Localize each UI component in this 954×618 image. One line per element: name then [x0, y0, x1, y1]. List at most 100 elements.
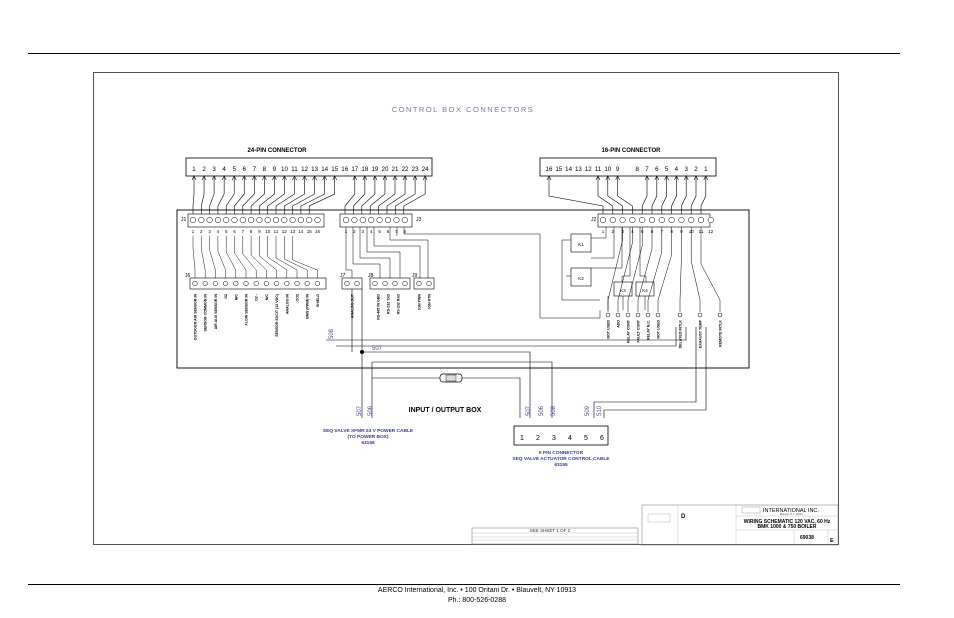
j2-signal-8: REMOTE INTLK	[719, 320, 723, 347]
pin-24-10: 10	[281, 166, 288, 173]
drop-wire	[386, 176, 406, 214]
j9-strip	[413, 277, 435, 290]
j3-label: J3	[416, 217, 422, 223]
wire-509: 509	[585, 405, 591, 416]
pin-24-3: 3	[212, 166, 216, 173]
j2-out-terminal	[717, 312, 723, 318]
drop-arrow	[412, 175, 418, 181]
drop-arrow	[211, 175, 217, 181]
pin-24-11: 11	[291, 166, 298, 173]
six-pin-1: 1	[520, 435, 524, 442]
pin-16-6: 6	[655, 166, 659, 173]
j2-out-terminal	[655, 312, 661, 318]
j1-pin-4: 4	[217, 229, 220, 234]
cable-left-line1: SEQ VALVE XFMR 24 V POWER CABLE	[323, 428, 414, 434]
drop-arrow	[382, 175, 388, 181]
drawing-title-line1: WIRING SCHEMATIC 120 VAC, 60 Hz	[744, 519, 831, 525]
j6-signal-11: BMS (PWM) IN	[306, 294, 310, 319]
j1-j6-wire	[209, 236, 216, 278]
connector-16-label: 16-PIN CONNECTOR	[602, 148, 662, 154]
drop-arrow	[191, 175, 197, 181]
j6-signal-6: O2 -	[255, 293, 259, 301]
pin-16-13: 13	[575, 166, 582, 173]
drop-wire	[201, 176, 205, 214]
pin-16-7: 7	[645, 166, 649, 173]
j2-terminal-10	[688, 216, 695, 224]
j9-signal-1: IGN RTN	[428, 294, 432, 309]
j8-signal-2: RS-232 RxD	[397, 294, 401, 315]
pin-24-20: 20	[382, 166, 389, 173]
pin-24-1: 1	[192, 166, 196, 173]
j6-signal-5: FLOW SENSOR IN	[245, 294, 249, 326]
j1-pin-9: 9	[258, 229, 261, 234]
drop-wire	[209, 176, 215, 214]
drawing-title-line2: BMK 1000 & 750 BOILER	[758, 524, 817, 530]
j8-signal-1: RS-232 TxD	[387, 294, 391, 314]
j6-terminal	[294, 280, 300, 287]
j1-terminal-10	[264, 216, 271, 224]
j2-signal-5: NOT USED	[657, 320, 661, 339]
j7-terminal	[344, 280, 350, 287]
pin-16-2: 2	[694, 166, 698, 173]
pin-24-22: 22	[402, 166, 409, 173]
drop-arrow	[282, 175, 287, 181]
pin-24-7: 7	[253, 166, 257, 173]
j2-out-wire	[700, 227, 721, 312]
drop-wire	[259, 176, 275, 214]
j1-pin-6: 6	[233, 229, 236, 234]
j2-out-wire	[627, 227, 643, 312]
j1-j6-wire	[201, 236, 206, 278]
wire-507-c: 507	[526, 405, 532, 416]
six-pin-5: 5	[584, 435, 588, 442]
drop-arrow	[605, 175, 611, 181]
j1-terminal-5	[223, 216, 230, 224]
j1-strip	[187, 213, 325, 228]
pin-16-3: 3	[684, 166, 688, 173]
drop-wire	[192, 176, 195, 214]
drop-wire	[641, 176, 648, 214]
j2-terminal-7	[658, 216, 665, 224]
j1-j6-wire	[192, 236, 196, 278]
pin-16-11: 11	[595, 166, 602, 173]
j2-out-wire	[617, 227, 633, 312]
drop-wire	[217, 176, 225, 214]
title-block: D INTERNATIONAL INC. Blauvelt, N.Y. 1091…	[641, 504, 839, 546]
j6-signal-10: CO2	[296, 294, 300, 301]
j1-pin-3: 3	[208, 229, 211, 234]
j3-pin-2: 2	[353, 229, 356, 234]
drop-arrow	[362, 175, 368, 181]
j1-pin-13: 13	[290, 229, 296, 234]
pin-16-8: 8	[635, 166, 639, 173]
drop-arrow	[402, 175, 408, 181]
j6-strip	[189, 277, 327, 290]
drop-wire	[403, 176, 426, 214]
drop-wire	[597, 176, 614, 214]
j1-terminal-12	[281, 216, 288, 224]
j2-label: J2	[591, 217, 597, 223]
j1-pin-11: 11	[274, 229, 279, 234]
j9-label: J9	[412, 273, 418, 279]
drop-arrow	[683, 175, 689, 181]
j1-label: J1	[181, 217, 187, 223]
pin-24-19: 19	[371, 166, 378, 173]
j6-terminal	[233, 280, 239, 287]
j2-terminal-8	[668, 216, 675, 224]
j1-terminal-15	[306, 216, 313, 224]
pin-24-6: 6	[243, 166, 247, 173]
j2-pin-2: 2	[612, 229, 615, 234]
footer-phone: Ph.: 800-526-0288	[448, 597, 506, 604]
footer-rule	[28, 584, 900, 585]
j2-pin-1: 1	[602, 229, 605, 234]
j6-signal-2: AIR AUX SENSOR IN	[214, 294, 218, 330]
drop-arrow	[644, 175, 650, 181]
j2-out-terminal	[697, 312, 703, 318]
j1-pin-16: 16	[315, 229, 321, 234]
pin-24-13: 13	[311, 166, 318, 173]
j6-terminal	[192, 280, 198, 287]
drop-arrow	[322, 175, 327, 181]
j3-strip	[339, 213, 413, 228]
pin-24-18: 18	[361, 166, 368, 173]
drop-wire	[548, 176, 604, 214]
j6-label: J6	[185, 273, 191, 279]
